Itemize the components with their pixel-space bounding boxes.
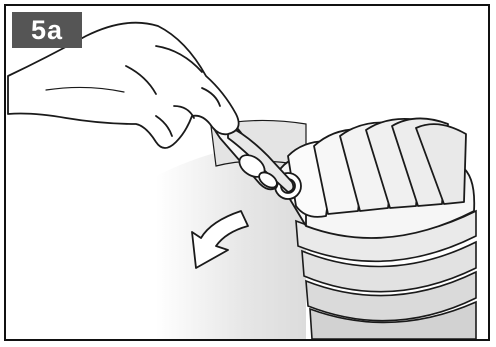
step-illustration bbox=[6, 6, 488, 339]
illustration-frame: 5a bbox=[4, 4, 490, 341]
step-badge: 5a bbox=[12, 12, 82, 48]
